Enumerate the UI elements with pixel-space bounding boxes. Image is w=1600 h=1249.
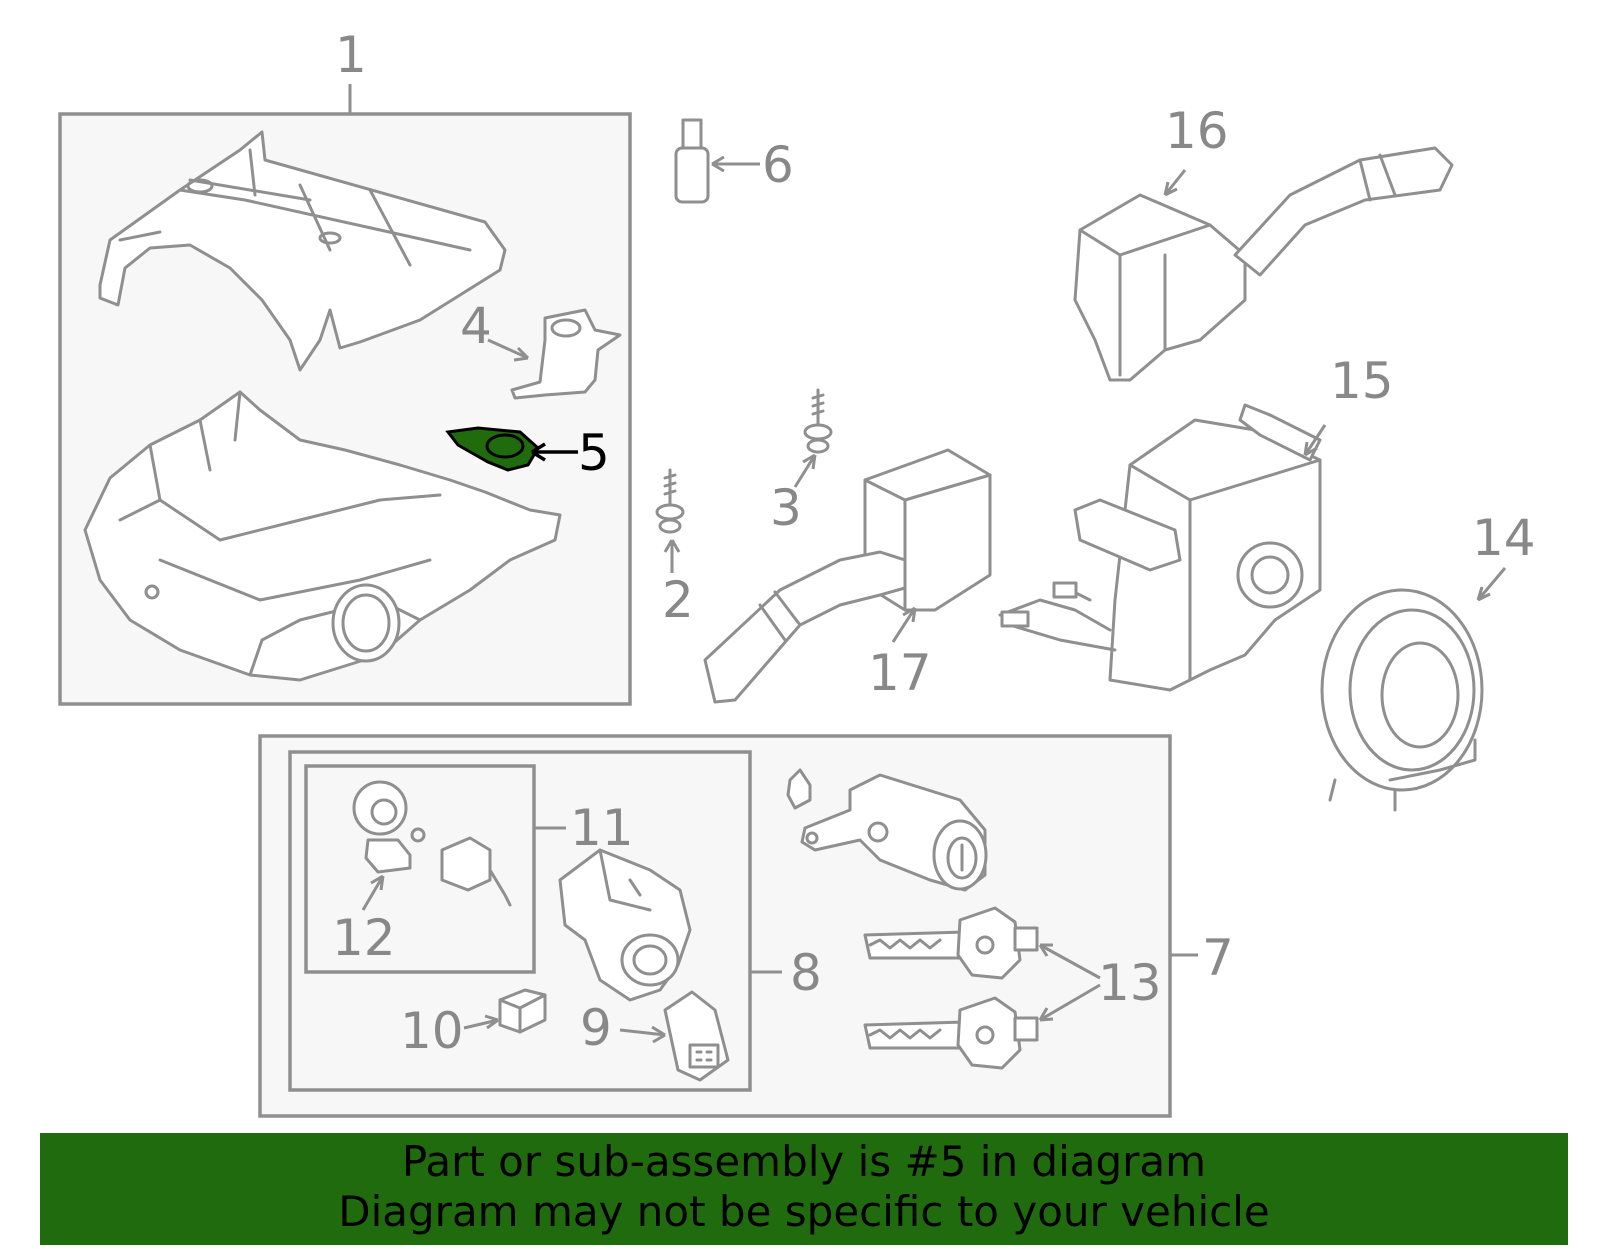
switch-in-group-11[interactable] — [440, 836, 512, 907]
part-10-connector[interactable] — [498, 988, 547, 1034]
label-4: 4 — [460, 297, 492, 355]
part-13-key-upper[interactable] — [863, 906, 1039, 980]
banner-line-2: Diagram may not be specific to your vehi… — [338, 1187, 1270, 1236]
info-banner: Part or sub-assembly is #5 in diagram Di… — [40, 1133, 1568, 1245]
part-15-switch-assembly[interactable] — [998, 403, 1322, 692]
part-16-turn-signal-switch[interactable] — [1073, 146, 1454, 382]
part-9-connector[interactable] — [663, 990, 730, 1082]
label-15: 15 — [1330, 352, 1394, 410]
label-12: 12 — [332, 909, 396, 967]
label-17: 17 — [868, 644, 932, 702]
label-2: 2 — [662, 571, 694, 629]
upper-column-cover[interactable] — [98, 130, 507, 372]
label-3: 3 — [770, 479, 802, 537]
label-6: 6 — [762, 136, 794, 194]
part-6-pin[interactable] — [674, 118, 710, 204]
label-14: 14 — [1472, 509, 1536, 567]
label-9: 9 — [580, 999, 612, 1057]
label-7: 7 — [1202, 929, 1234, 987]
part-14-clock-spring[interactable] — [1320, 588, 1484, 812]
part-12-ring[interactable] — [352, 780, 426, 874]
part-4-bracket[interactable] — [510, 308, 622, 400]
label-1: 1 — [335, 26, 367, 84]
label-13: 13 — [1098, 954, 1162, 1012]
label-8: 8 — [790, 944, 822, 1002]
label-10: 10 — [400, 1002, 464, 1060]
label-11: 11 — [570, 799, 634, 857]
part-17-wiper-switch[interactable] — [703, 448, 992, 704]
banner-line-1: Part or sub-assembly is #5 in diagram — [401, 1137, 1207, 1186]
group-11-box — [304, 764, 536, 974]
label-5: 5 — [578, 424, 610, 482]
lower-column-cover[interactable] — [83, 390, 562, 682]
lock-cylinder[interactable] — [786, 768, 988, 892]
part-2-screw[interactable] — [655, 468, 685, 534]
part-5-highlighted[interactable] — [445, 426, 540, 472]
part-8-lock-housing[interactable] — [558, 848, 692, 1002]
label-16: 16 — [1165, 102, 1229, 160]
part-3-screw[interactable] — [803, 388, 833, 454]
part-13-key-lower[interactable] — [863, 996, 1039, 1070]
